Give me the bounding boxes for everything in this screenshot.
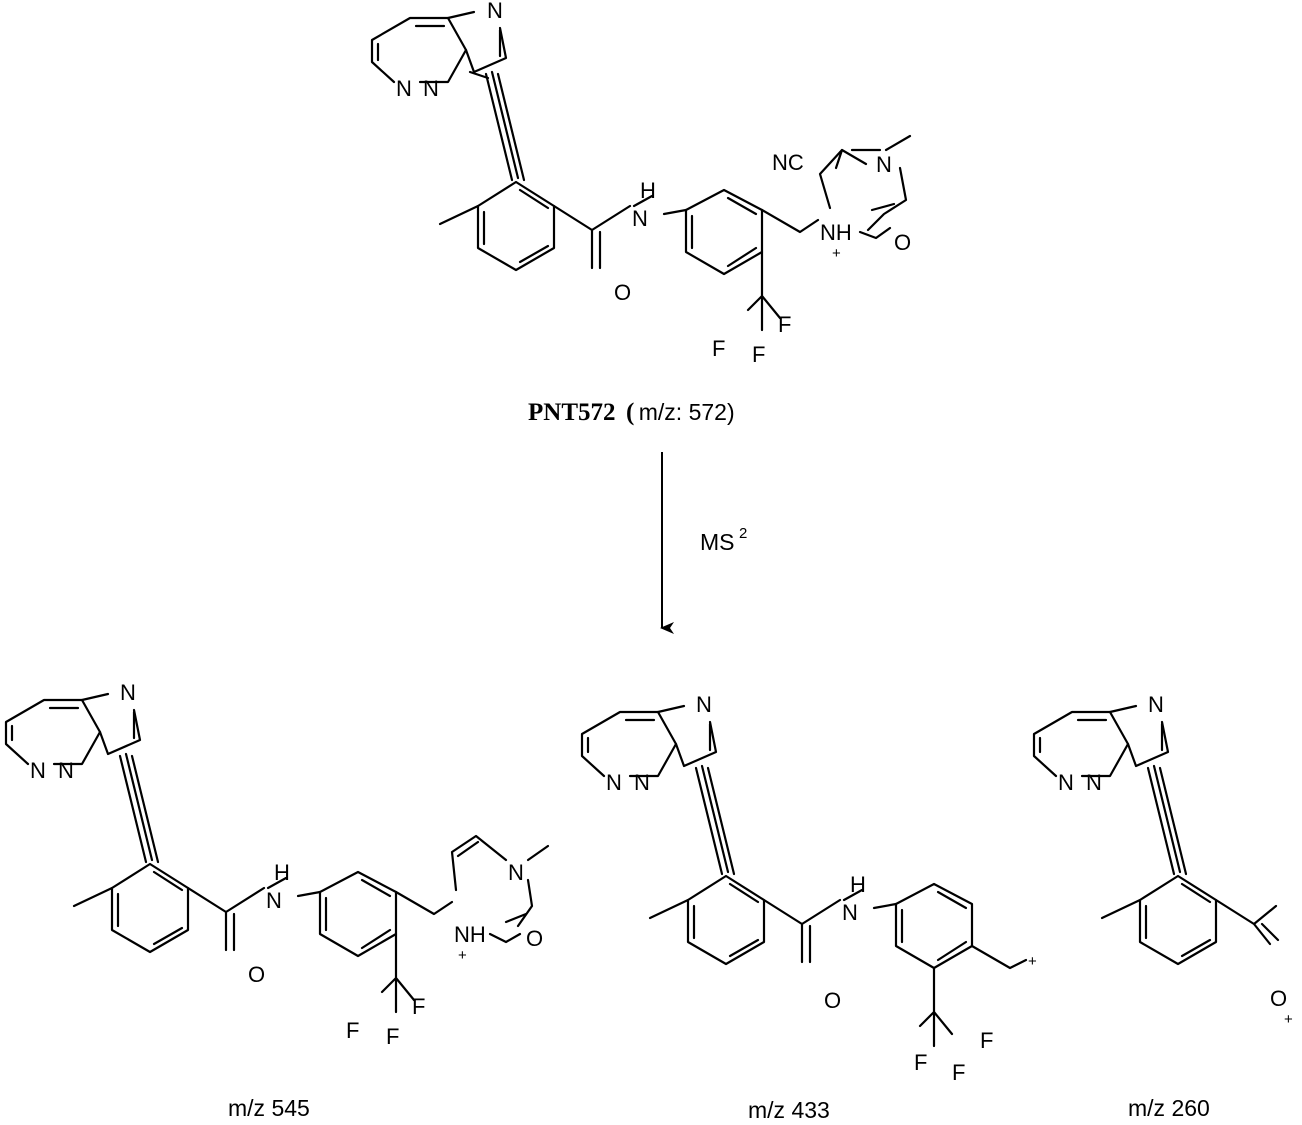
f-atom: F [712,336,725,361]
n-atom: N [30,758,46,783]
nc-atom: NC [772,150,804,175]
n-atom: N [487,0,503,23]
f-atom: F [412,994,425,1019]
n-atom: N [1086,770,1102,795]
o-atom: O [526,926,543,951]
structure-mz433 [580,704,1028,1048]
n-atom: N [266,888,282,913]
plus-charge: + [1284,1011,1293,1028]
n-atom: N [508,860,524,885]
o-atom: O [894,230,911,255]
n-atom: N [632,206,648,231]
plus-charge: + [832,245,841,262]
nh-atom: NH [820,220,852,245]
n-atom: N [423,76,439,101]
f-atom: F [980,1028,993,1053]
o-atom: O [1270,986,1287,1011]
plus-charge: + [1028,953,1037,970]
product-label-433: m/z 433 [748,1097,830,1123]
f-atom: F [778,312,791,337]
nh-atom: NH [454,922,486,947]
n-atom: N [58,758,74,783]
h-atom: H [850,872,866,897]
n-atom: N [634,770,650,795]
parent-open-paren: ( [626,399,634,426]
n-atom: N [1058,770,1074,795]
n-atom: N [606,770,622,795]
structure-pnt572 [370,10,912,332]
f-atom: F [386,1024,399,1049]
n-atom: N [1148,692,1164,717]
n-atom: N [120,680,136,705]
n-atom: N [696,692,712,717]
n-atom: N [396,76,412,101]
f-atom: F [346,1018,359,1043]
n-atom: N [876,152,892,177]
product-label-545: m/z 545 [228,1095,310,1121]
arrow-label: MS 2 [700,525,747,555]
parent-mz: m/z: 572) [639,399,735,425]
h-atom: H [274,860,290,885]
structure-mz260 [1032,704,1280,966]
n-atom: N [842,900,858,925]
plus-charge: + [458,947,467,964]
o-atom: O [248,962,265,987]
parent-name: PNT572 [528,399,616,426]
h-atom: H [640,178,656,203]
product-label-260: m/z 260 [1128,1095,1210,1121]
o-atom: O [824,988,841,1013]
parent-title: PNT572 ( m/z: 572) [528,399,735,426]
f-atom: F [952,1060,965,1085]
f-atom: F [914,1050,927,1075]
structure-mz545 [4,692,550,1014]
o-atom: O [614,280,631,305]
f-atom: F [752,342,765,367]
